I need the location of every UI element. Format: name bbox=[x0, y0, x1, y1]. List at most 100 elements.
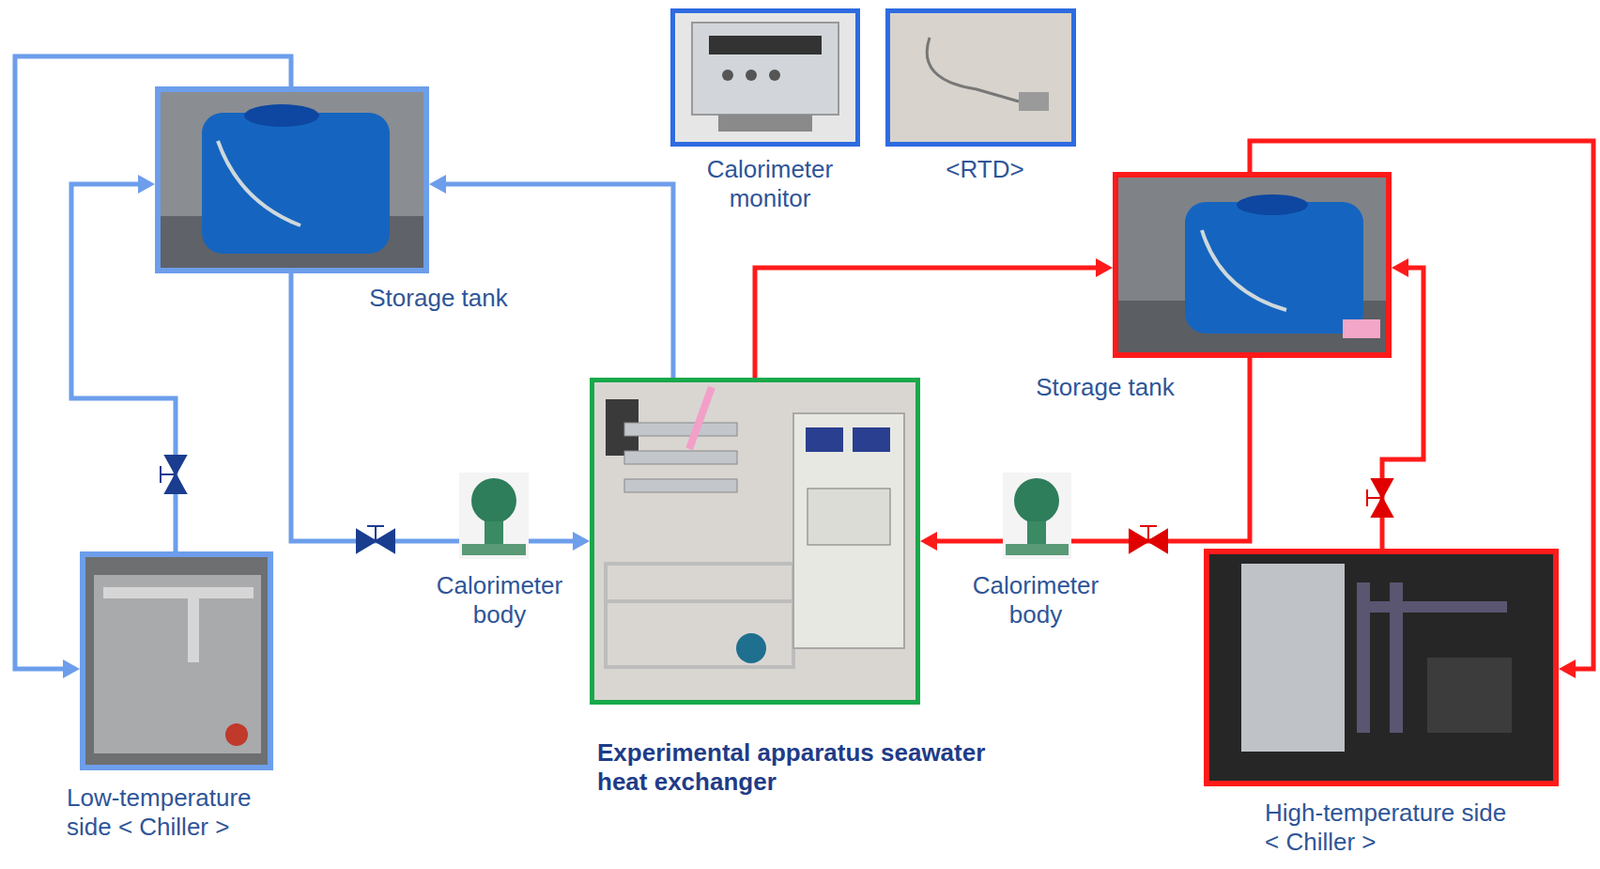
calorimeter-body: Calorimeter body bbox=[1002, 472, 1072, 559]
calorimeter-monitor: Calorimeter monitor bbox=[670, 8, 861, 147]
pipe-connector bbox=[920, 531, 1003, 551]
valve-handle bbox=[1139, 524, 1157, 527]
pipe-connector bbox=[291, 273, 460, 541]
chiller: Low-temperature side < Chiller > bbox=[79, 551, 274, 770]
photo-background bbox=[885, 8, 1077, 147]
storage-tank: Storage tank bbox=[154, 86, 430, 274]
chiller-unit bbox=[1241, 563, 1345, 752]
chiller-pump bbox=[1427, 657, 1512, 733]
valve-stem bbox=[374, 525, 377, 541]
exchanger-plate bbox=[624, 422, 738, 436]
monitor-photo bbox=[670, 8, 861, 147]
tank-hose bbox=[217, 140, 301, 226]
chiller-pipe bbox=[1356, 600, 1508, 613]
rtd-probe bbox=[926, 37, 1019, 102]
pink-rod bbox=[685, 385, 715, 451]
apparatus-photo bbox=[589, 377, 921, 705]
calorimeter-body: Calorimeter body bbox=[459, 472, 529, 559]
monitor-button bbox=[722, 69, 734, 81]
monitor-button bbox=[745, 69, 757, 81]
chiller-pipe bbox=[187, 586, 200, 662]
valve-stem bbox=[1367, 496, 1383, 499]
tank-body bbox=[201, 112, 390, 254]
tank-photo bbox=[154, 86, 430, 274]
valve-stem bbox=[160, 473, 176, 476]
valve-half bbox=[375, 529, 395, 553]
valve-half bbox=[1148, 529, 1168, 553]
arrow-head bbox=[1558, 659, 1576, 678]
pipe-line bbox=[1249, 140, 1594, 669]
photo-background bbox=[459, 472, 529, 559]
arrow-head bbox=[572, 531, 590, 551]
experimental-apparatus: Experimental apparatus seawater heat exc… bbox=[589, 377, 921, 705]
arrow-head bbox=[429, 174, 447, 194]
rack-shelf bbox=[605, 599, 794, 603]
pipe-connector bbox=[528, 531, 590, 551]
valve-half bbox=[1129, 529, 1149, 553]
photo-background bbox=[79, 551, 274, 770]
sensor-head bbox=[1014, 477, 1060, 524]
calorimeter-body-photo bbox=[459, 472, 529, 559]
pipe-line bbox=[15, 56, 292, 669]
node-label: Low-temperature side < Chiller > bbox=[66, 783, 297, 842]
rack-frame bbox=[605, 563, 794, 667]
pipe-line bbox=[291, 273, 460, 541]
tank-cap bbox=[1236, 194, 1308, 216]
node-label: Calorimeter body bbox=[946, 570, 1125, 630]
sensor-pipe bbox=[461, 543, 526, 555]
valve-symbol bbox=[160, 455, 186, 493]
tank-hose bbox=[1201, 230, 1287, 310]
valve-symbol bbox=[1129, 525, 1168, 553]
sensor-neck bbox=[484, 521, 504, 544]
pink-pad bbox=[1342, 319, 1381, 339]
tank-cap bbox=[244, 104, 320, 127]
arrow-head bbox=[1095, 258, 1113, 277]
photo-background bbox=[1203, 548, 1559, 786]
monitor-button bbox=[769, 69, 781, 81]
valve-half bbox=[165, 474, 186, 493]
node-label: Experimental apparatus seawater heat exc… bbox=[597, 738, 992, 797]
pipe-line bbox=[933, 538, 1003, 544]
monitor-glands bbox=[718, 114, 813, 132]
sensor-head bbox=[471, 477, 517, 524]
sensor-pipe bbox=[1005, 543, 1069, 555]
valve-half bbox=[1371, 478, 1393, 498]
valve-handle bbox=[367, 524, 385, 527]
pipe-line bbox=[442, 184, 674, 378]
rtd-photo bbox=[885, 8, 1077, 147]
arrow-head bbox=[62, 659, 80, 678]
pipe-connector bbox=[1249, 140, 1594, 678]
valve-handle bbox=[159, 465, 162, 483]
chiller: High-temperature side < Chiller > bbox=[1203, 548, 1559, 786]
chiller-photo bbox=[79, 551, 274, 770]
meter-grid bbox=[807, 488, 891, 545]
exchanger-plate bbox=[624, 450, 738, 464]
pipe-line bbox=[528, 538, 577, 544]
node-label: Storage tank bbox=[992, 372, 1218, 402]
panel-display bbox=[852, 427, 891, 452]
arrow-head bbox=[920, 531, 938, 551]
valve-half bbox=[1371, 497, 1393, 517]
chiller-pipe bbox=[103, 586, 254, 599]
chiller-motor bbox=[225, 723, 248, 746]
pipe-connector bbox=[754, 258, 1113, 378]
node-label: Calorimeter body bbox=[410, 570, 589, 630]
tank-photo bbox=[1112, 171, 1392, 358]
valve-half bbox=[165, 455, 186, 475]
node-label: Storage tank bbox=[325, 283, 552, 313]
node-label: Calorimeter monitor bbox=[685, 154, 855, 214]
calorimeter-body-photo bbox=[1002, 472, 1072, 559]
exchanger-plate bbox=[624, 478, 738, 493]
storage-tank: Storage tank bbox=[1112, 171, 1392, 358]
arrow-head bbox=[138, 174, 155, 194]
rtd-sensor: <RTD> bbox=[885, 8, 1077, 147]
monitor-display bbox=[708, 35, 822, 55]
valve-stem bbox=[1147, 525, 1150, 541]
chiller-photo bbox=[1203, 548, 1559, 786]
valve-symbol bbox=[356, 525, 395, 553]
sensor-neck bbox=[1027, 521, 1047, 544]
valve-handle bbox=[1366, 489, 1369, 507]
tank-body bbox=[1184, 201, 1364, 334]
valve-half bbox=[356, 529, 376, 553]
